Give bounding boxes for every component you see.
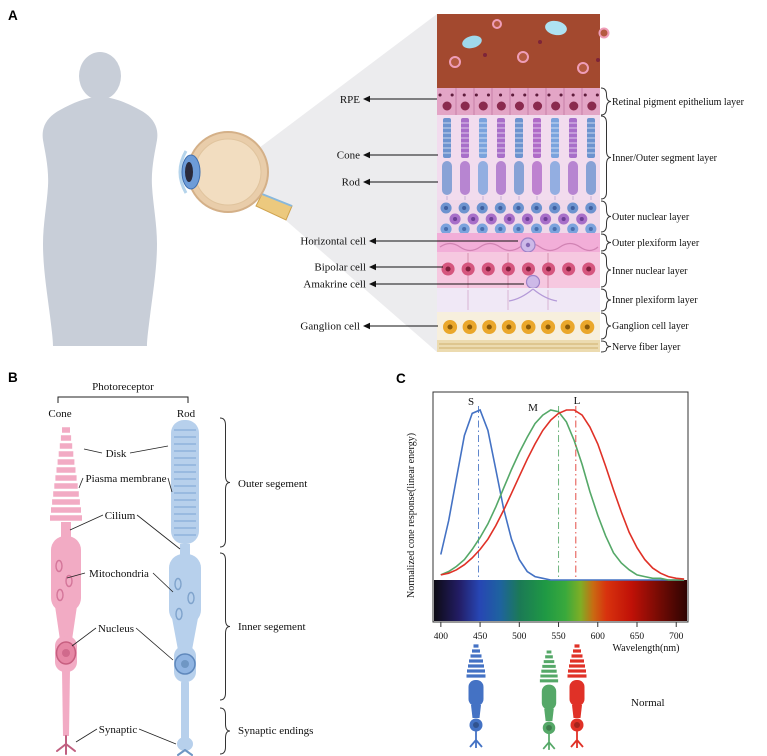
synaptic-label: Synaptic bbox=[99, 724, 138, 736]
x-tick-label: 550 bbox=[551, 632, 566, 642]
amacrine-cell bbox=[525, 274, 541, 290]
annotation-cone: Cone bbox=[337, 150, 438, 162]
outer-plexiform-layer bbox=[437, 233, 600, 252]
x-tick-label: 500 bbox=[512, 632, 527, 642]
annotation-bipolar-cell: Bipolar cell bbox=[314, 262, 443, 274]
inner-nuclear-layer bbox=[437, 252, 600, 288]
panel-b-segment-labels: Outer segement Inner segement Synaptic e… bbox=[219, 417, 313, 755]
m-cone-icon bbox=[538, 650, 560, 752]
brace bbox=[219, 552, 231, 701]
horizontal-cell-label: Horizontal cell bbox=[300, 236, 366, 248]
x-tick-label: 600 bbox=[591, 632, 606, 642]
cone-response-chart: 400 450 500 550 600 650 700 S M L Normalized c… bbox=[406, 391, 689, 654]
annotation-rod: Rod bbox=[342, 177, 438, 189]
rpe-label: RPE bbox=[340, 94, 360, 106]
brace bbox=[600, 312, 612, 340]
visible-spectrum-bar bbox=[434, 580, 687, 621]
rod-cell-drawing bbox=[169, 420, 201, 756]
nucleus-label: Nucleus bbox=[98, 623, 134, 635]
brace bbox=[600, 87, 612, 116]
s-cone-icon bbox=[464, 644, 488, 750]
chart-axes-box bbox=[432, 391, 689, 623]
cone-synaptic-foot bbox=[56, 735, 76, 755]
annotation-ganglion-cell: Ganglion cell bbox=[300, 321, 438, 333]
mitochondria-label: Mitochondria bbox=[89, 568, 149, 580]
brace bbox=[600, 200, 612, 233]
x-tick-label: 450 bbox=[473, 632, 488, 642]
brace bbox=[600, 115, 612, 200]
ganglion-cell-label: Ganglion cell bbox=[300, 321, 360, 333]
cone-cell-drawing bbox=[50, 427, 82, 755]
layer-label-gcl: Ganglion cell layer bbox=[612, 321, 689, 332]
x-tick-label: 700 bbox=[669, 632, 684, 642]
brace bbox=[600, 233, 612, 252]
x-axis-label: Wavelength(nm) bbox=[613, 643, 680, 654]
brace bbox=[600, 252, 612, 288]
photoreceptor-header: Photoreceptor Cone Rod bbox=[48, 381, 195, 420]
rod-synaptic-foot bbox=[177, 749, 193, 756]
panel-a-layer-labels: Retinal pigment epithelium layer Inner/O… bbox=[600, 87, 745, 353]
disk-label: Disk bbox=[106, 448, 127, 460]
chart-curves bbox=[440, 406, 685, 581]
y-axis-label: Normalized cone response(linear energy) bbox=[406, 433, 417, 598]
normal-label: Normal bbox=[631, 697, 665, 709]
synaptic-endings-label: Synaptic endings bbox=[238, 725, 313, 737]
panel-c-letter: C bbox=[396, 371, 406, 386]
amakrine-cell-label: Amakrine cell bbox=[303, 279, 366, 291]
nerve-fiber-layer bbox=[437, 340, 600, 352]
inner-plexiform-layer bbox=[437, 288, 600, 312]
panel-b-letter: B bbox=[8, 370, 18, 385]
brace bbox=[600, 340, 612, 353]
rod-label: Rod bbox=[342, 177, 361, 189]
cone-label: Cone bbox=[337, 150, 360, 162]
M-cone-response-curve bbox=[440, 409, 685, 581]
plasma-membrane-label: Piasma membrane bbox=[86, 473, 167, 485]
eye-illustration bbox=[178, 131, 293, 221]
panel-b-part-labels: Disk Piasma membrane Cilium Mitochondria… bbox=[66, 445, 181, 745]
outer-segment-label: Outer segement bbox=[238, 478, 307, 490]
layer-label-onl: Outer nuclear layer bbox=[612, 212, 690, 223]
layer-label-ipl: Inner plexiform layer bbox=[612, 295, 698, 306]
S-cone-response-curve bbox=[440, 408, 685, 581]
s-curve-letter: S bbox=[468, 396, 474, 408]
layer-label-rpe: Retinal pigment epithelium layer bbox=[612, 97, 745, 108]
rpe-layer bbox=[437, 88, 600, 115]
cilium-label: Cilium bbox=[105, 510, 136, 522]
brace bbox=[219, 707, 231, 755]
ganglion-cell-layer bbox=[437, 312, 600, 340]
photoreceptor-title: Photoreceptor bbox=[92, 381, 154, 393]
normal-cones-row: Normal bbox=[464, 644, 665, 752]
brace bbox=[219, 417, 231, 548]
layer-label-segments: Inner/Outer segment layer bbox=[612, 153, 718, 164]
choroid-layer bbox=[437, 14, 600, 88]
bipolar-cell-label: Bipolar cell bbox=[314, 262, 366, 274]
projection-beam bbox=[259, 14, 437, 352]
inner-segment-label: Inner segement bbox=[238, 621, 306, 633]
layer-label-opl: Outer plexiform layer bbox=[612, 238, 700, 249]
x-tick-label: 650 bbox=[630, 632, 645, 642]
layer-label-nfl: Nerve fiber layer bbox=[612, 342, 681, 353]
annotation-horizontal-cell: Horizontal cell bbox=[300, 236, 518, 248]
l-curve-letter: L bbox=[574, 395, 581, 407]
x-axis-ticks: 400 450 500 550 600 650 700 bbox=[434, 622, 684, 642]
cone-column-label: Cone bbox=[48, 408, 71, 420]
human-silhouette bbox=[42, 52, 158, 346]
annotation-amakrine-cell: Amakrine cell bbox=[303, 279, 524, 291]
retina-cross-section bbox=[437, 14, 610, 352]
brace bbox=[600, 288, 612, 312]
x-tick-label: 400 bbox=[434, 632, 449, 642]
layer-label-inl: Inner nuclear layer bbox=[612, 266, 688, 277]
photoreceptor-bracket bbox=[57, 396, 189, 403]
panel-a-letter: A bbox=[8, 8, 18, 23]
m-curve-letter: M bbox=[528, 402, 538, 414]
annotation-rpe: RPE bbox=[340, 94, 437, 106]
L-cone-response-curve bbox=[440, 409, 685, 580]
rod-column-label: Rod bbox=[177, 408, 196, 420]
l-cone-icon bbox=[565, 644, 589, 750]
panel-a-left-annotations: RPE Cone Rod Horizontal cell Bipolar cel… bbox=[300, 94, 524, 333]
